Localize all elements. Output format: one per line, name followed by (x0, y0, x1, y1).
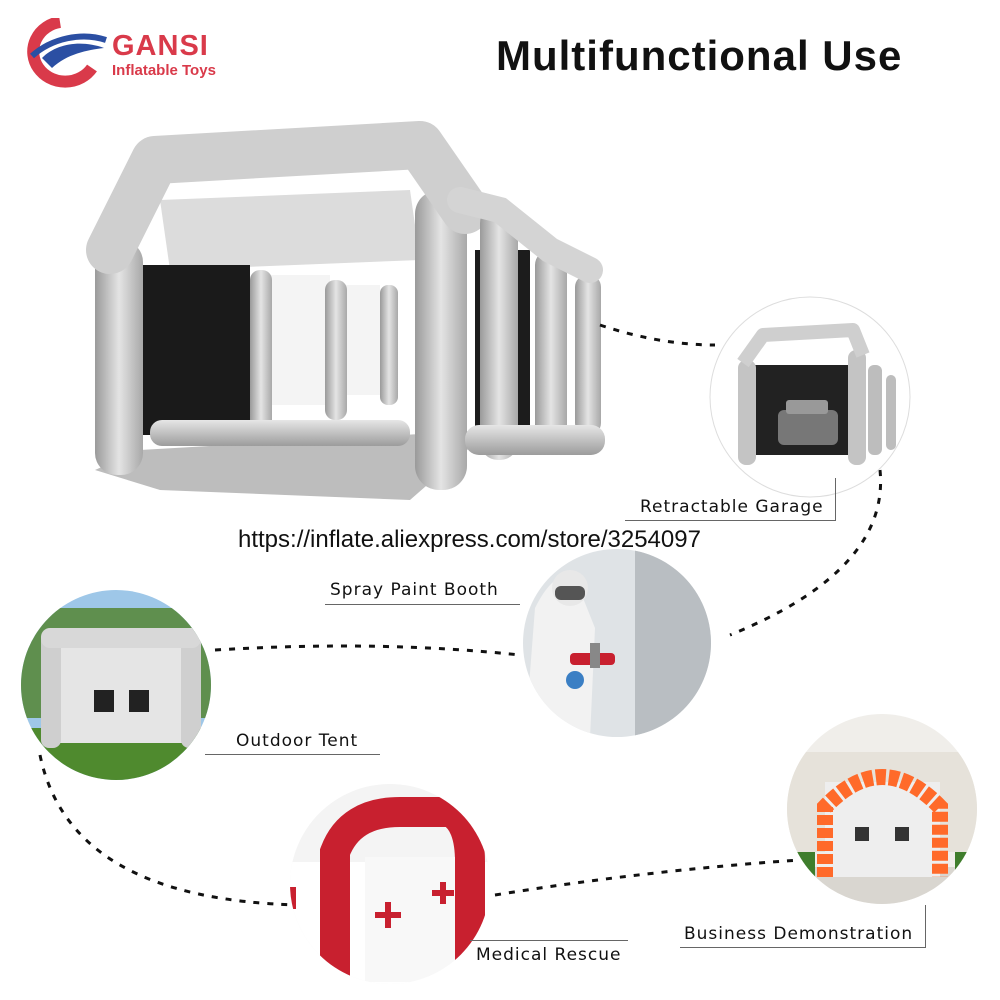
page-title: Multifunctional Use (496, 32, 903, 79)
label-outdoor-tent: Outdoor Tent (236, 731, 359, 751)
label-tick (835, 478, 836, 521)
label-underline (470, 940, 628, 941)
label-retractable-garage: Retractable Garage (640, 497, 824, 517)
medical-rescue-image (290, 784, 490, 984)
retractable-garage-image (709, 296, 911, 498)
main-spray-booth-image (86, 121, 605, 500)
label-medical-rescue: Medical Rescue (476, 945, 622, 965)
label-underline (625, 520, 835, 521)
label-underline (325, 604, 520, 605)
business-demonstration-image (787, 714, 977, 904)
label-underline (205, 754, 380, 755)
gansi-logo-icon (27, 18, 107, 88)
label-underline (680, 947, 925, 948)
label-tick (925, 905, 926, 948)
outdoor-tent-image (21, 590, 211, 780)
brand-tagline: Inflatable Toys (112, 62, 216, 79)
label-business-demonstration: Business Demonstration (684, 924, 914, 944)
label-spray-paint-booth: Spray Paint Booth (330, 580, 499, 600)
spray-paint-booth-image (523, 549, 711, 737)
brand-name: GANSI (112, 30, 209, 62)
store-url: https://inflate.aliexpress.com/store/325… (238, 526, 701, 553)
